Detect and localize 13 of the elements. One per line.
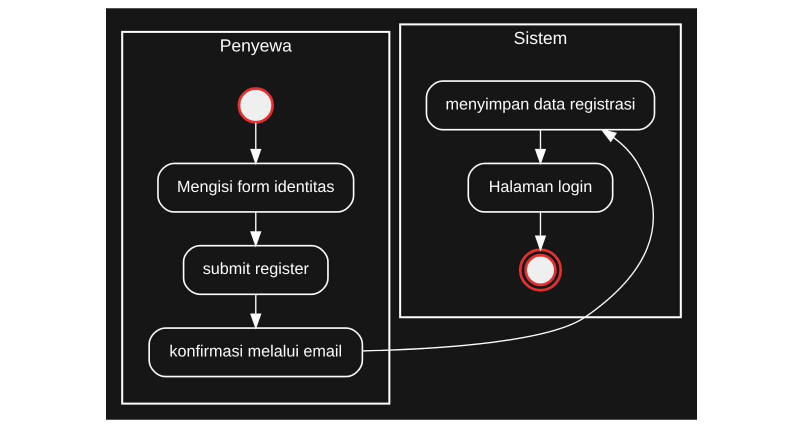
arrow — [534, 130, 546, 166]
arrow — [362, 128, 654, 352]
node-circle — [238, 87, 274, 124]
node-box: submit register — [182, 244, 329, 296]
node-box: konfirmasi melalui email — [148, 327, 364, 378]
node-box: Halaman login — [467, 162, 614, 213]
arrow — [250, 212, 262, 248]
arrow — [250, 294, 262, 330]
node-circle — [518, 248, 562, 292]
node-box: Mengisi form identitas — [157, 162, 354, 213]
arrow — [534, 212, 546, 252]
node-box: menyimpan data registrasi — [426, 80, 656, 130]
arrow — [250, 122, 262, 166]
